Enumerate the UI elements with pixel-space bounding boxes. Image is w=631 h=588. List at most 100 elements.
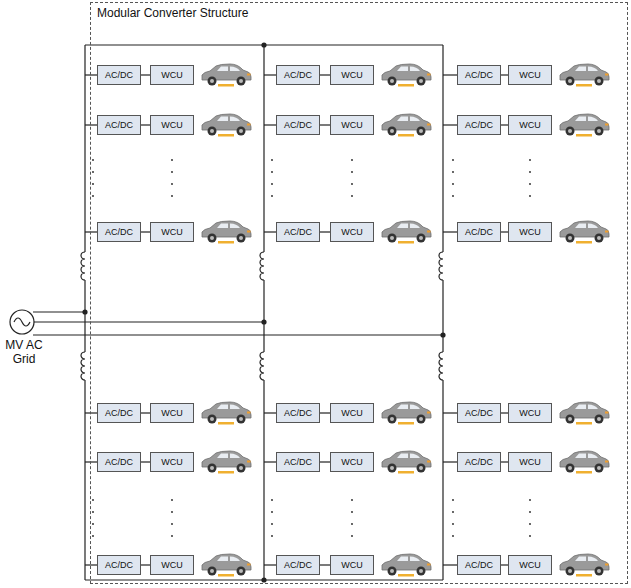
converter-enclosure: Modular Converter StructureAC/DC WCU AC/DC… (90, 2, 628, 584)
connector (501, 461, 508, 462)
ellipsis-dot (171, 159, 173, 161)
wire (443, 74, 457, 75)
wire (442, 380, 443, 580)
box-label: AC/DC (105, 560, 133, 570)
ev-car-icon (382, 114, 431, 137)
box-label: AC/DC (284, 227, 312, 237)
wcu-box: WCU (330, 403, 374, 423)
wcu-box: WCU (330, 452, 374, 472)
ev-car-icon (382, 402, 431, 425)
ev-car-icon (560, 114, 609, 137)
wire (443, 564, 457, 565)
ellipsis-dot (529, 511, 531, 513)
wire (84, 45, 85, 252)
box-label: WCU (341, 227, 363, 237)
converter-box: AC/DC (276, 555, 320, 575)
box-label: AC/DC (105, 70, 133, 80)
converter-box: AC/DC (457, 555, 501, 575)
ellipsis-dot (529, 183, 531, 185)
ellipsis-dot (452, 183, 454, 185)
connector (501, 412, 508, 413)
ev-car-icon (202, 64, 251, 87)
ellipsis-dot (271, 159, 273, 161)
inductor-symbol (260, 352, 264, 380)
junction-dot (82, 309, 87, 314)
wcu-box: WCU (150, 403, 194, 423)
wcu-box: WCU (508, 65, 552, 85)
converter-box: AC/DC (457, 115, 501, 135)
ellipsis-dot (452, 195, 454, 197)
ellipsis-dot (171, 535, 173, 537)
ellipsis-dot (271, 511, 273, 513)
converter-box: AC/DC (97, 555, 141, 575)
ev-car-icon (560, 554, 609, 577)
wire (264, 412, 276, 413)
wire (443, 231, 457, 232)
wire (264, 461, 276, 462)
ellipsis-dot (452, 159, 454, 161)
wire (84, 312, 85, 352)
wire (442, 45, 443, 252)
box-label: AC/DC (465, 457, 493, 467)
connector (320, 412, 330, 413)
junction-dot (440, 332, 445, 337)
box-label: AC/DC (284, 120, 312, 130)
ellipsis-dot (452, 511, 454, 513)
junction-dot (261, 42, 266, 47)
ellipsis-dot (171, 195, 173, 197)
wire (85, 74, 97, 75)
inductor-symbol (260, 252, 264, 280)
ellipsis-dot (171, 499, 173, 501)
box-label: AC/DC (284, 457, 312, 467)
ev-car-icon (202, 451, 251, 474)
converter-box: AC/DC (276, 115, 320, 135)
wcu-box: WCU (330, 222, 374, 242)
connector (501, 124, 508, 125)
wire (85, 461, 97, 462)
wire (264, 124, 276, 125)
grid-label: MV AC Grid (0, 338, 48, 366)
ellipsis-dot (351, 523, 353, 525)
ellipsis-dot (171, 183, 173, 185)
ellipsis-dot (92, 511, 94, 513)
wire (263, 322, 264, 352)
ellipsis-dot (92, 195, 94, 197)
box-label: AC/DC (284, 560, 312, 570)
ev-car-icon (382, 221, 431, 244)
inductor-symbol (439, 352, 443, 380)
wire (33, 321, 264, 322)
wire (263, 45, 264, 252)
ev-car-icon (202, 554, 251, 577)
ellipsis-dot (271, 523, 273, 525)
converter-box: AC/DC (97, 65, 141, 85)
ellipsis-dot (271, 183, 273, 185)
wire (443, 124, 457, 125)
box-label: WCU (341, 70, 363, 80)
box-label: WCU (341, 560, 363, 570)
box-label: AC/DC (284, 70, 312, 80)
ellipsis-dot (452, 535, 454, 537)
ellipsis-dot (529, 499, 531, 501)
ellipsis-dot (351, 195, 353, 197)
ev-car-icon (382, 64, 431, 87)
enclosure-title: Modular Converter Structure (97, 6, 248, 20)
connector (501, 564, 508, 565)
wcu-box: WCU (330, 65, 374, 85)
converter-box: AC/DC (457, 452, 501, 472)
box-label: WCU (161, 120, 183, 130)
ellipsis-dot (92, 183, 94, 185)
ellipsis-dot (529, 171, 531, 173)
ev-car-icon (560, 451, 609, 474)
wire (85, 124, 97, 125)
ellipsis-dot (171, 511, 173, 513)
ellipsis-dot (271, 195, 273, 197)
wcu-box: WCU (330, 555, 374, 575)
wcu-box: WCU (508, 452, 552, 472)
ellipsis-dot (92, 159, 94, 161)
ellipsis-dot (171, 523, 173, 525)
connector (320, 461, 330, 462)
ev-car-icon (382, 451, 431, 474)
ellipsis-dot (171, 171, 173, 173)
